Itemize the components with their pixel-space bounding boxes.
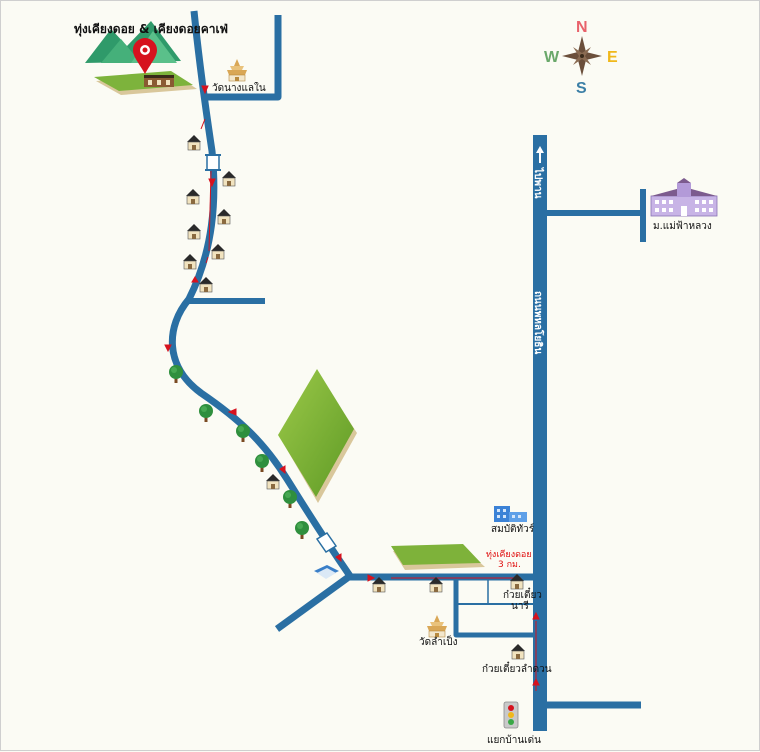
university-building-icon [650, 178, 718, 217]
label-to-phan: ไปพาน [532, 167, 545, 199]
label-wat-nang-lae-nai: วัดนางแลใน [212, 82, 266, 94]
compass-west-label: W [544, 49, 560, 66]
compass-south-label: S [576, 80, 587, 97]
label-noodle-nari: ก๋วยเตี๋ยว นารี [503, 587, 545, 612]
route-markers [164, 85, 540, 691]
label-phahonyothin-road: ถนนพหลโยธิน [532, 291, 545, 354]
trees [169, 365, 309, 539]
distance-note-name: ทุ่งเคียงดอย [486, 549, 532, 560]
temple-icon-lam-ping [426, 614, 448, 638]
label-yaek-ban-den: แยกบ้านเด่น [487, 734, 541, 746]
north-arrow-icon [536, 146, 544, 163]
distance-note-km: 3 กม. [498, 560, 521, 570]
green-field-diamond [278, 369, 357, 503]
bridge-south [315, 531, 338, 554]
compass-rose-icon [562, 36, 602, 76]
label-sommit-tour: สมบัติทัวร์ [491, 523, 535, 535]
destination-title: ทุ่งเคียงดอย & เคียงดอยคาเฟ่ [74, 22, 228, 37]
label-wat-lam-ping: วัดลำเป็ง [419, 634, 458, 648]
bridge-north [205, 154, 221, 171]
location-pin-icon[interactable] [133, 38, 157, 74]
traffic-light-icon [503, 701, 519, 729]
green-field-strip [391, 544, 485, 570]
compass-east-label: E [607, 49, 618, 66]
temple-icon-nang-lae [226, 58, 248, 82]
label-mae-fah-luang-university: ม.แม่ฟ้าหลวง [653, 220, 712, 232]
shelter-icon [314, 565, 339, 579]
label-noodle-lamduan: ก๋วยเตี๋ยวลำดวน [482, 661, 552, 675]
road-network [168, 10, 646, 731]
office-building-icon [494, 506, 527, 522]
compass-north-label: N [576, 19, 588, 36]
